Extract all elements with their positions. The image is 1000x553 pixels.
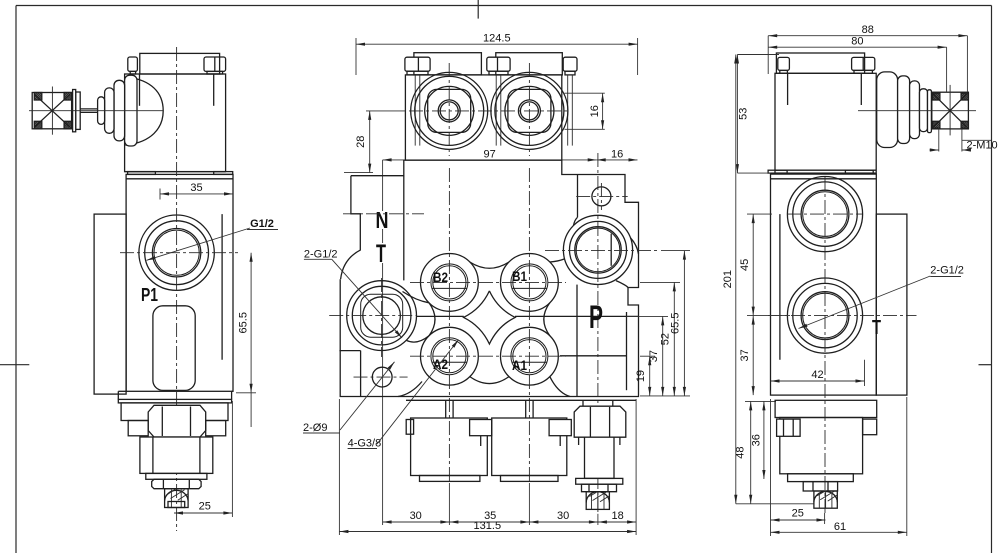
svg-text:2-Ø9: 2-Ø9 — [303, 422, 327, 434]
svg-text:25: 25 — [199, 501, 211, 513]
svg-text:37: 37 — [739, 349, 751, 361]
svg-text:N: N — [376, 207, 389, 233]
svg-text:65.5: 65.5 — [238, 312, 250, 333]
svg-text:T: T — [376, 240, 386, 268]
svg-text:16: 16 — [611, 149, 623, 161]
svg-text:B2: B2 — [433, 269, 448, 285]
svg-text:18: 18 — [611, 510, 623, 522]
svg-text:35: 35 — [190, 182, 202, 194]
svg-text:97: 97 — [484, 149, 496, 161]
svg-text:B1: B1 — [512, 268, 527, 284]
svg-text:61: 61 — [834, 521, 846, 533]
svg-text:42: 42 — [811, 369, 823, 381]
svg-text:53: 53 — [738, 108, 750, 120]
svg-text:48: 48 — [735, 446, 747, 458]
svg-text:124.5: 124.5 — [483, 33, 511, 45]
svg-text:25: 25 — [792, 508, 804, 520]
svg-text:36: 36 — [750, 434, 762, 446]
svg-text:P: P — [589, 299, 603, 335]
svg-text:P1: P1 — [141, 285, 158, 305]
svg-text:65.5: 65.5 — [670, 313, 682, 334]
svg-text:16: 16 — [589, 105, 601, 117]
svg-text:T: T — [872, 317, 881, 339]
svg-text:201: 201 — [722, 270, 734, 288]
svg-text:4-G3/8: 4-G3/8 — [348, 438, 382, 450]
svg-text:2-G1/2: 2-G1/2 — [930, 265, 964, 277]
svg-text:28: 28 — [355, 136, 367, 148]
svg-text:52: 52 — [660, 333, 672, 345]
svg-text:80: 80 — [851, 36, 863, 48]
svg-text:19: 19 — [635, 370, 647, 382]
svg-text:37: 37 — [648, 350, 660, 362]
svg-text:30: 30 — [410, 510, 422, 522]
svg-text:2-M10: 2-M10 — [967, 140, 998, 152]
svg-text:A1: A1 — [512, 357, 527, 373]
svg-text:35: 35 — [484, 510, 496, 522]
svg-text:30: 30 — [557, 510, 569, 522]
svg-text:45: 45 — [739, 259, 751, 271]
svg-text:88: 88 — [862, 24, 874, 36]
svg-text:G1/2: G1/2 — [250, 218, 274, 230]
svg-text:131.5: 131.5 — [474, 520, 502, 532]
svg-text:2-G1/2: 2-G1/2 — [304, 249, 338, 261]
